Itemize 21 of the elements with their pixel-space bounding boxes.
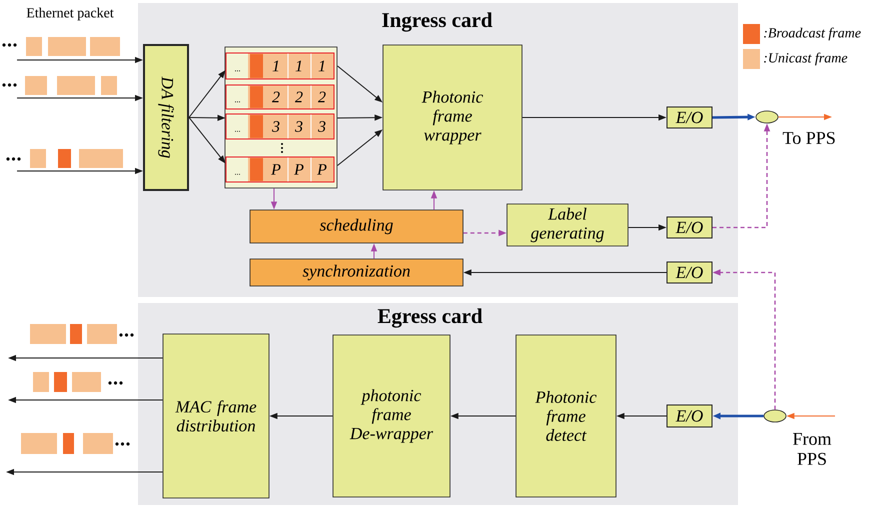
legend-text: :Broadcast frame [764,28,861,40]
filter-box: DA filtering [143,44,189,191]
queue-row: ... 3 3 3 [226,114,334,140]
process-box: Label generating [506,204,628,246]
process-box: photonic frame De-wrapper [332,334,450,498]
process-bar: scheduling [250,210,464,244]
converter-box: E/O [666,404,712,428]
process-box: Photonic frame wrapper [382,44,522,190]
converter-box: E/O [666,262,712,284]
queue-row: ... 1 1 1 [226,52,334,80]
port-label: From PPS [793,433,832,465]
process-box: Photonic frame detect [516,334,616,498]
converter-box: E/O [666,106,712,128]
queue-row: ... 2 2 2 [226,84,334,110]
port-label: To PPS [782,132,835,144]
process-bar: synchronization [250,258,464,286]
label: Ethernet packet [26,8,114,20]
queue-row: ... P P P [226,156,334,182]
converter-box: E/O [666,216,712,238]
legend-text: :Unicast frame [764,52,848,66]
process-box: MAC frame distribution [162,334,270,498]
